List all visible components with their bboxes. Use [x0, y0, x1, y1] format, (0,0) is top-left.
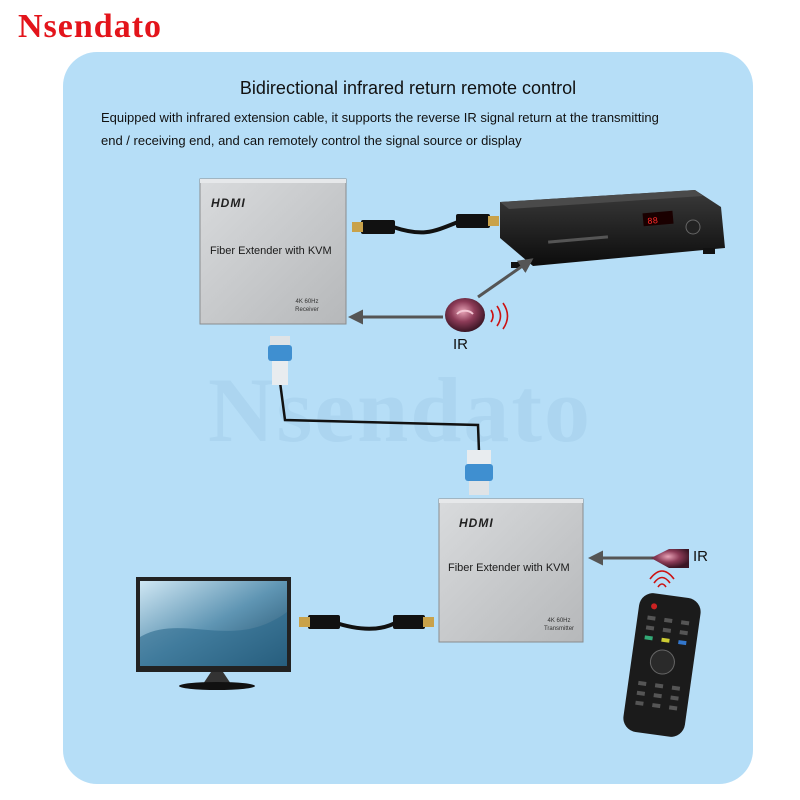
- dvd-display-text: 88: [647, 216, 659, 227]
- dvd-player: 88: [500, 190, 725, 268]
- ir-label-top: IR: [453, 336, 468, 353]
- receiver-spec-block: 4K 60Hz Receiver: [285, 298, 329, 314]
- diagram-title: Bidirectional infrared return remote con…: [239, 78, 577, 98]
- hdmi-cable-bottom: [299, 615, 434, 631]
- ir-label-bottom: IR: [693, 548, 708, 565]
- ir-arrow-to-dvd: [477, 258, 534, 299]
- diagram-description: Equipped with infrared extension cable, …: [101, 106, 741, 152]
- transmitter-role: Transmitter: [543, 626, 575, 632]
- watermark: Nsendato: [208, 359, 593, 461]
- diagram-panel: Nsendato Bidirectional infrared return r…: [63, 52, 753, 784]
- hdmi-cable-top: [352, 214, 499, 235]
- remote-control: [623, 570, 701, 737]
- receiver-spec: 4K 60Hz: [295, 299, 319, 305]
- transmitter-spec-block: 4K 60Hz Transmitter: [537, 617, 581, 633]
- fiber-cable: [268, 336, 493, 495]
- description-line-1: Equipped with infrared extension cable, …: [101, 110, 659, 125]
- receiver-name: Fiber Extender with KVM: [210, 245, 332, 257]
- description-line-2: end / receiving end, and can remotely co…: [101, 133, 522, 148]
- tv-monitor: [136, 577, 291, 690]
- ir-emitter-top: [445, 298, 509, 332]
- ir-receiver-bottom: [651, 549, 689, 568]
- transmitter-spec: 4K 60Hz: [547, 618, 571, 624]
- brand-logo: Nsendato: [18, 8, 163, 45]
- transmitter-box: [438, 498, 584, 643]
- receiver-role: Receiver: [295, 307, 319, 313]
- transmitter-hdmi-logo: HDMI: [459, 516, 494, 530]
- diagram-artwork: 88: [136, 178, 725, 737]
- receiver-hdmi-logo: HDMI: [211, 196, 246, 210]
- transmitter-name: Fiber Extender with KVM: [448, 562, 570, 574]
- receiver-box: [199, 178, 347, 325]
